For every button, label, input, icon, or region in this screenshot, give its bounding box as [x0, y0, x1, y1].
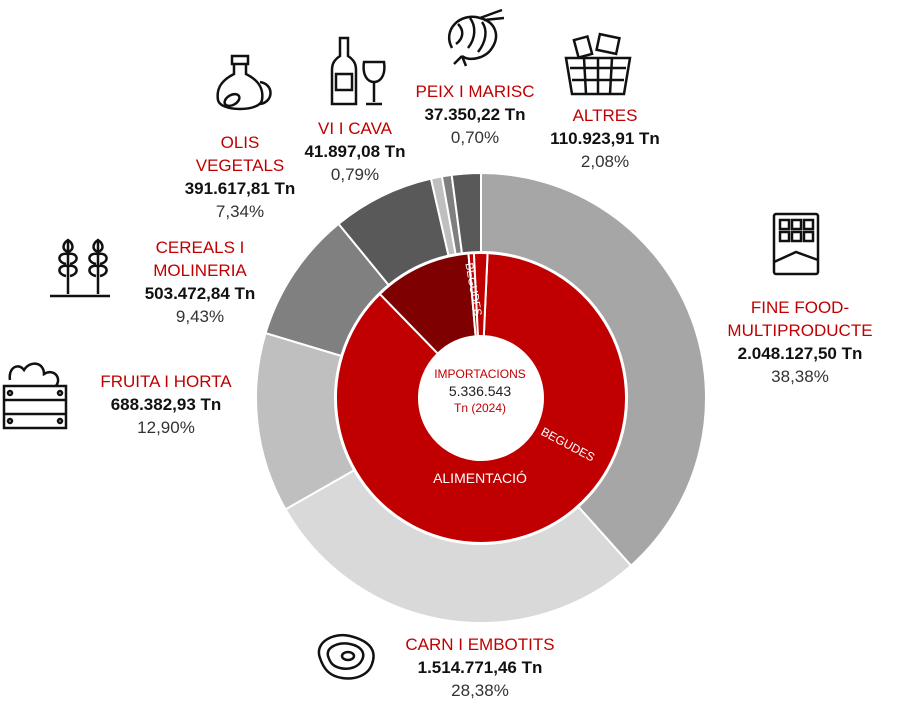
category-label-peix: PEIX I MARISC 37.350,22 Tn 0,70% [390, 80, 560, 149]
category-value: 1.514.771,46 Tn [417, 658, 543, 677]
shopping-basket-icon [564, 32, 632, 96]
category-label-carn: CARN I EMBOTITS 1.514.771,46 Tn 28,38% [370, 633, 590, 702]
category-value: 688.382,93 Tn [110, 395, 222, 414]
category-value: 41.897,08 Tn [304, 142, 406, 161]
category-name: CEREALS I [155, 238, 245, 257]
wine-bottle-glass-icon [330, 36, 386, 106]
category-pct: 38,38% [771, 367, 829, 386]
shrimp-icon [447, 8, 505, 67]
category-value: 2.048.127,50 Tn [737, 344, 863, 363]
inner-slice-label: ALIMENTACIÓ [433, 470, 527, 486]
wheat-icon [50, 238, 110, 298]
category-pct: 0,79% [330, 165, 380, 184]
category-label-altres: ALTRES 110.923,91 Tn 2,08% [520, 104, 690, 173]
category-name: PEIX I MARISC [415, 82, 535, 101]
category-label-olis: OLIS VEGETALS 391.617,81 Tn 7,34% [150, 131, 330, 223]
category-pct: 12,90% [137, 418, 195, 437]
category-name: VEGETALS [195, 156, 285, 175]
category-name: OLIS [220, 133, 260, 152]
category-name: VI I CAVA [317, 119, 392, 138]
center-unit: Tn (2024) [453, 401, 507, 415]
category-pct: 2,08% [580, 152, 630, 171]
category-name: FINE FOOD- [750, 298, 850, 317]
category-value: 110.923,91 Tn [550, 129, 660, 148]
category-value: 37.350,22 Tn [424, 105, 526, 124]
category-name: ALTRES [572, 106, 638, 125]
chocolate-bar-icon [772, 212, 820, 276]
oil-jar-icon [216, 54, 272, 111]
center-label: IMPORTACIONS 5.336.543 Tn (2024) [420, 366, 540, 417]
category-label-fine-food: FINE FOOD- MULTIPRODUCTE 2.048.127,50 Tn… [700, 296, 900, 388]
category-pct: 9,43% [175, 307, 225, 326]
category-name: FRUITA I HORTA [100, 372, 232, 391]
steak-icon [317, 633, 375, 680]
category-name: CARN I EMBOTITS [405, 635, 555, 654]
center-total: 5.336.543 [448, 383, 512, 399]
vegetable-crate-icon [2, 362, 68, 430]
category-pct: 28,38% [451, 681, 509, 700]
center-hole [419, 336, 543, 460]
category-value: 391.617,81 Tn [184, 179, 296, 198]
category-value: 503.472,84 Tn [144, 284, 256, 303]
category-name: MOLINERIA [153, 261, 247, 280]
category-pct: 0,70% [450, 128, 500, 147]
category-label-cereals: CEREALS I MOLINERIA 503.472,84 Tn 9,43% [110, 236, 290, 328]
category-label-fruita: FRUITA I HORTA 688.382,93 Tn 12,90% [76, 370, 256, 439]
category-pct: 7,34% [215, 202, 265, 221]
category-label-vi: VI I CAVA 41.897,08 Tn 0,79% [280, 117, 430, 186]
center-title: IMPORTACIONS [434, 367, 526, 381]
category-name: MULTIPRODUCTE [727, 321, 873, 340]
